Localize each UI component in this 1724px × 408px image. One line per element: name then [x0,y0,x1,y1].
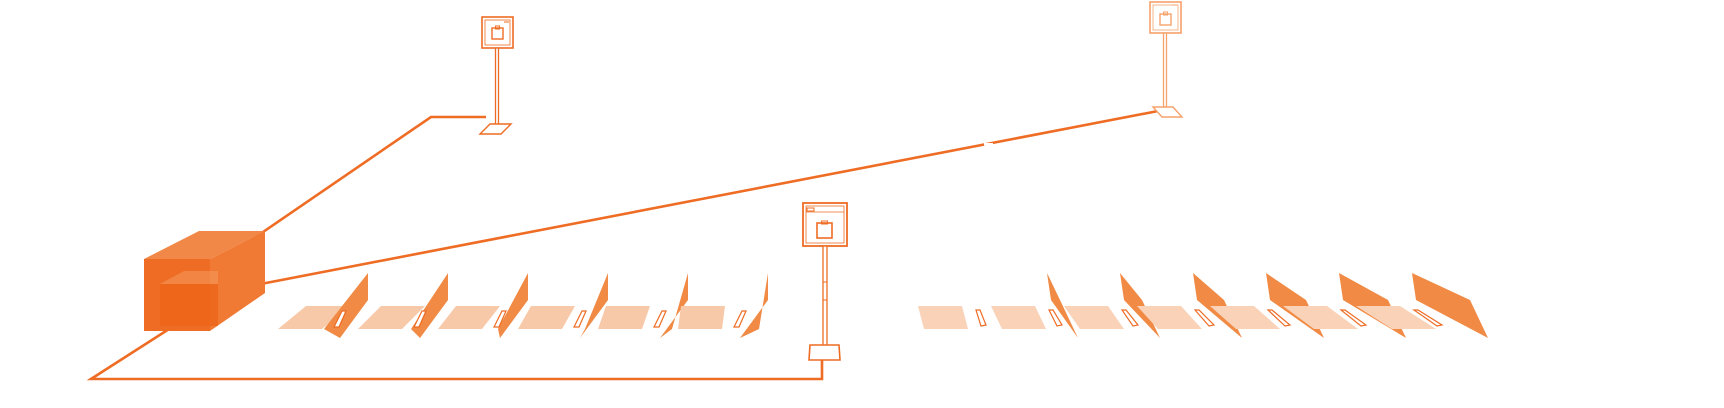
cube-top-face [144,231,265,259]
line-cube-to-device-1 [205,115,486,273]
line-gap-mark [984,143,993,146]
panel-tile-icon [1064,273,1160,338]
device-2 [1149,1,1184,118]
panel-tile-icon [1356,273,1488,338]
device-screen-icon [1149,1,1182,34]
device-pole [1162,32,1168,108]
device-pole [494,47,500,127]
device-base [1151,106,1184,118]
right-panel-row [918,273,1488,338]
device-1 [478,16,514,135]
line-cube-to-device-2 [213,109,1176,295]
panel-tile-icon [278,273,368,338]
line-cube-to-device-3 [86,288,824,381]
panel-tile-icon [518,273,608,338]
panel-tile-icon [918,273,996,338]
panel-tile-icon [991,273,1078,338]
panel-tile-icon [438,273,528,338]
panel-tile-icon [678,273,768,338]
panel-tile-icon [598,273,688,338]
panel-tile-icon [358,273,448,338]
device-3 [802,202,848,361]
cube-right-face [210,231,265,331]
panel-tile-icon [1210,273,1324,338]
device-base [808,344,841,361]
device-base [478,123,513,135]
cube-inner-top [160,271,218,284]
source-cube-icon [144,231,265,331]
left-panel-row [278,273,768,338]
cube-inner-front [160,284,218,326]
device-pole [822,245,828,347]
